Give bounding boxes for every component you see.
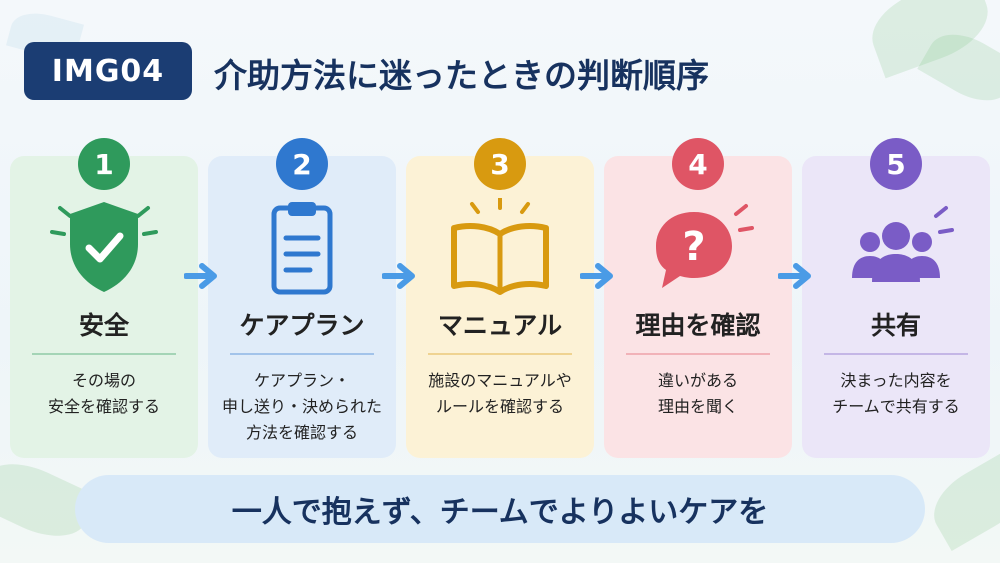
- step-title: 安全: [78, 311, 129, 340]
- step-card-5: 共有 決まった内容をチームで共有する: [802, 156, 990, 458]
- team-icon: [838, 198, 954, 296]
- step-title: 共有: [870, 311, 921, 340]
- shield-check-icon: [46, 198, 162, 296]
- arrow-right-icon: [778, 263, 811, 289]
- divider: [824, 353, 968, 355]
- step-card-4: ? 理由を確認 違いがある理由を聞く: [604, 156, 792, 458]
- step-title: マニュアル: [437, 311, 563, 340]
- footer-message: 一人で抱えず、チームでよりよいケアを: [75, 475, 925, 543]
- open-book-icon: [442, 196, 558, 296]
- divider: [32, 353, 176, 355]
- step-description: 違いがある理由を聞く: [657, 371, 738, 416]
- step-number-badge: 1: [78, 138, 130, 190]
- step-number-badge: 2: [276, 138, 328, 190]
- step-number-badge: 5: [870, 138, 922, 190]
- arrow-right-icon: [580, 263, 613, 289]
- step-number-badge: 4: [672, 138, 724, 190]
- clipboard-icon: [244, 198, 360, 296]
- page-title: 介助方法に迷ったときの判断順序: [214, 56, 709, 95]
- arrow-right-icon: [382, 263, 415, 289]
- divider: [626, 353, 770, 355]
- arrow-right-icon: [184, 263, 217, 289]
- divider: [230, 353, 374, 355]
- step-description: 施設のマニュアルやルールを確認する: [428, 371, 572, 416]
- step-card-1: 安全 その場の安全を確認する: [10, 156, 198, 458]
- step-number-badge: 3: [474, 138, 526, 190]
- image-tag: IMG04: [24, 42, 192, 100]
- step-description: 決まった内容をチームで共有する: [832, 371, 960, 416]
- leaf-decoration: [921, 449, 1000, 551]
- step-title: ケアプラン: [239, 311, 365, 340]
- question-bubble-icon: ?: [640, 198, 756, 296]
- step-title: 理由を確認: [635, 311, 761, 340]
- svg-text:?: ?: [682, 224, 705, 270]
- divider: [428, 353, 572, 355]
- step-card-3: マニュアル 施設のマニュアルやルールを確認する: [406, 156, 594, 458]
- step-description: ケアプラン・申し送り・決められた方法を確認する: [221, 371, 382, 442]
- step-description: その場の安全を確認する: [47, 371, 160, 416]
- step-card-2: ケアプラン ケアプラン・申し送り・決められた方法を確認する: [208, 156, 396, 458]
